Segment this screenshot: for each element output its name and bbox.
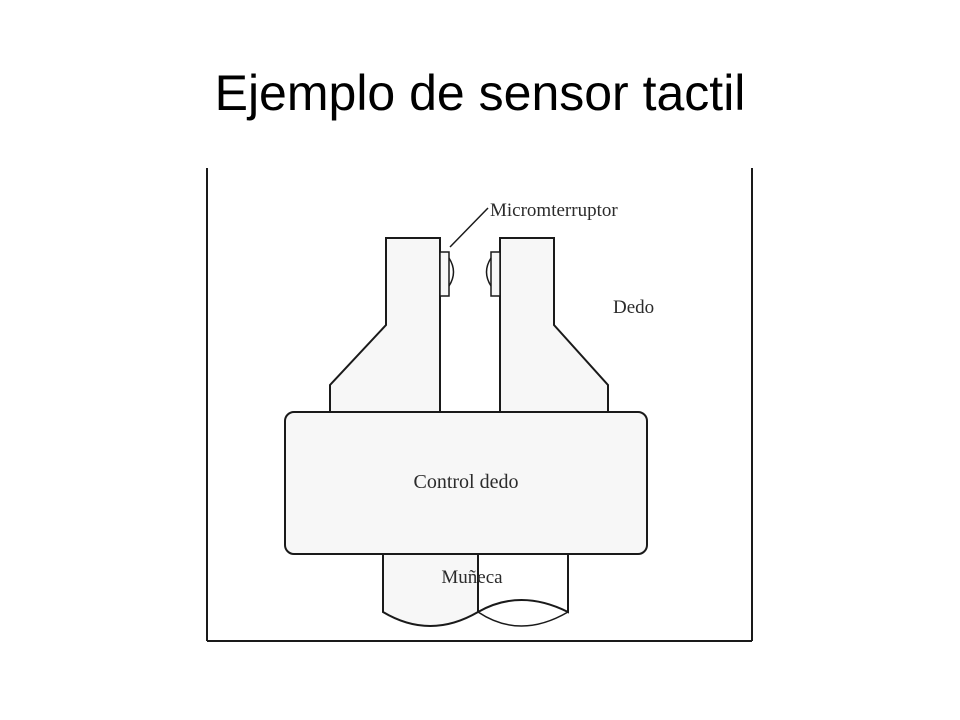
label-finger-control: Control dedo	[414, 471, 519, 493]
label-microswitch: Micromterruptor	[490, 200, 618, 221]
figure-frame	[206, 168, 753, 642]
finger-control-block	[284, 411, 648, 555]
microswitch-left	[439, 251, 455, 297]
microswitch-leader-line	[449, 207, 489, 248]
slide-title: Ejemplo de sensor tactil	[214, 65, 746, 121]
label-finger: Dedo	[613, 297, 654, 318]
left-finger	[329, 237, 441, 412]
label-wrist: Muñeca	[441, 567, 503, 588]
wrist-shape	[382, 548, 569, 627]
microswitch-right	[485, 251, 501, 297]
right-finger	[499, 237, 609, 412]
